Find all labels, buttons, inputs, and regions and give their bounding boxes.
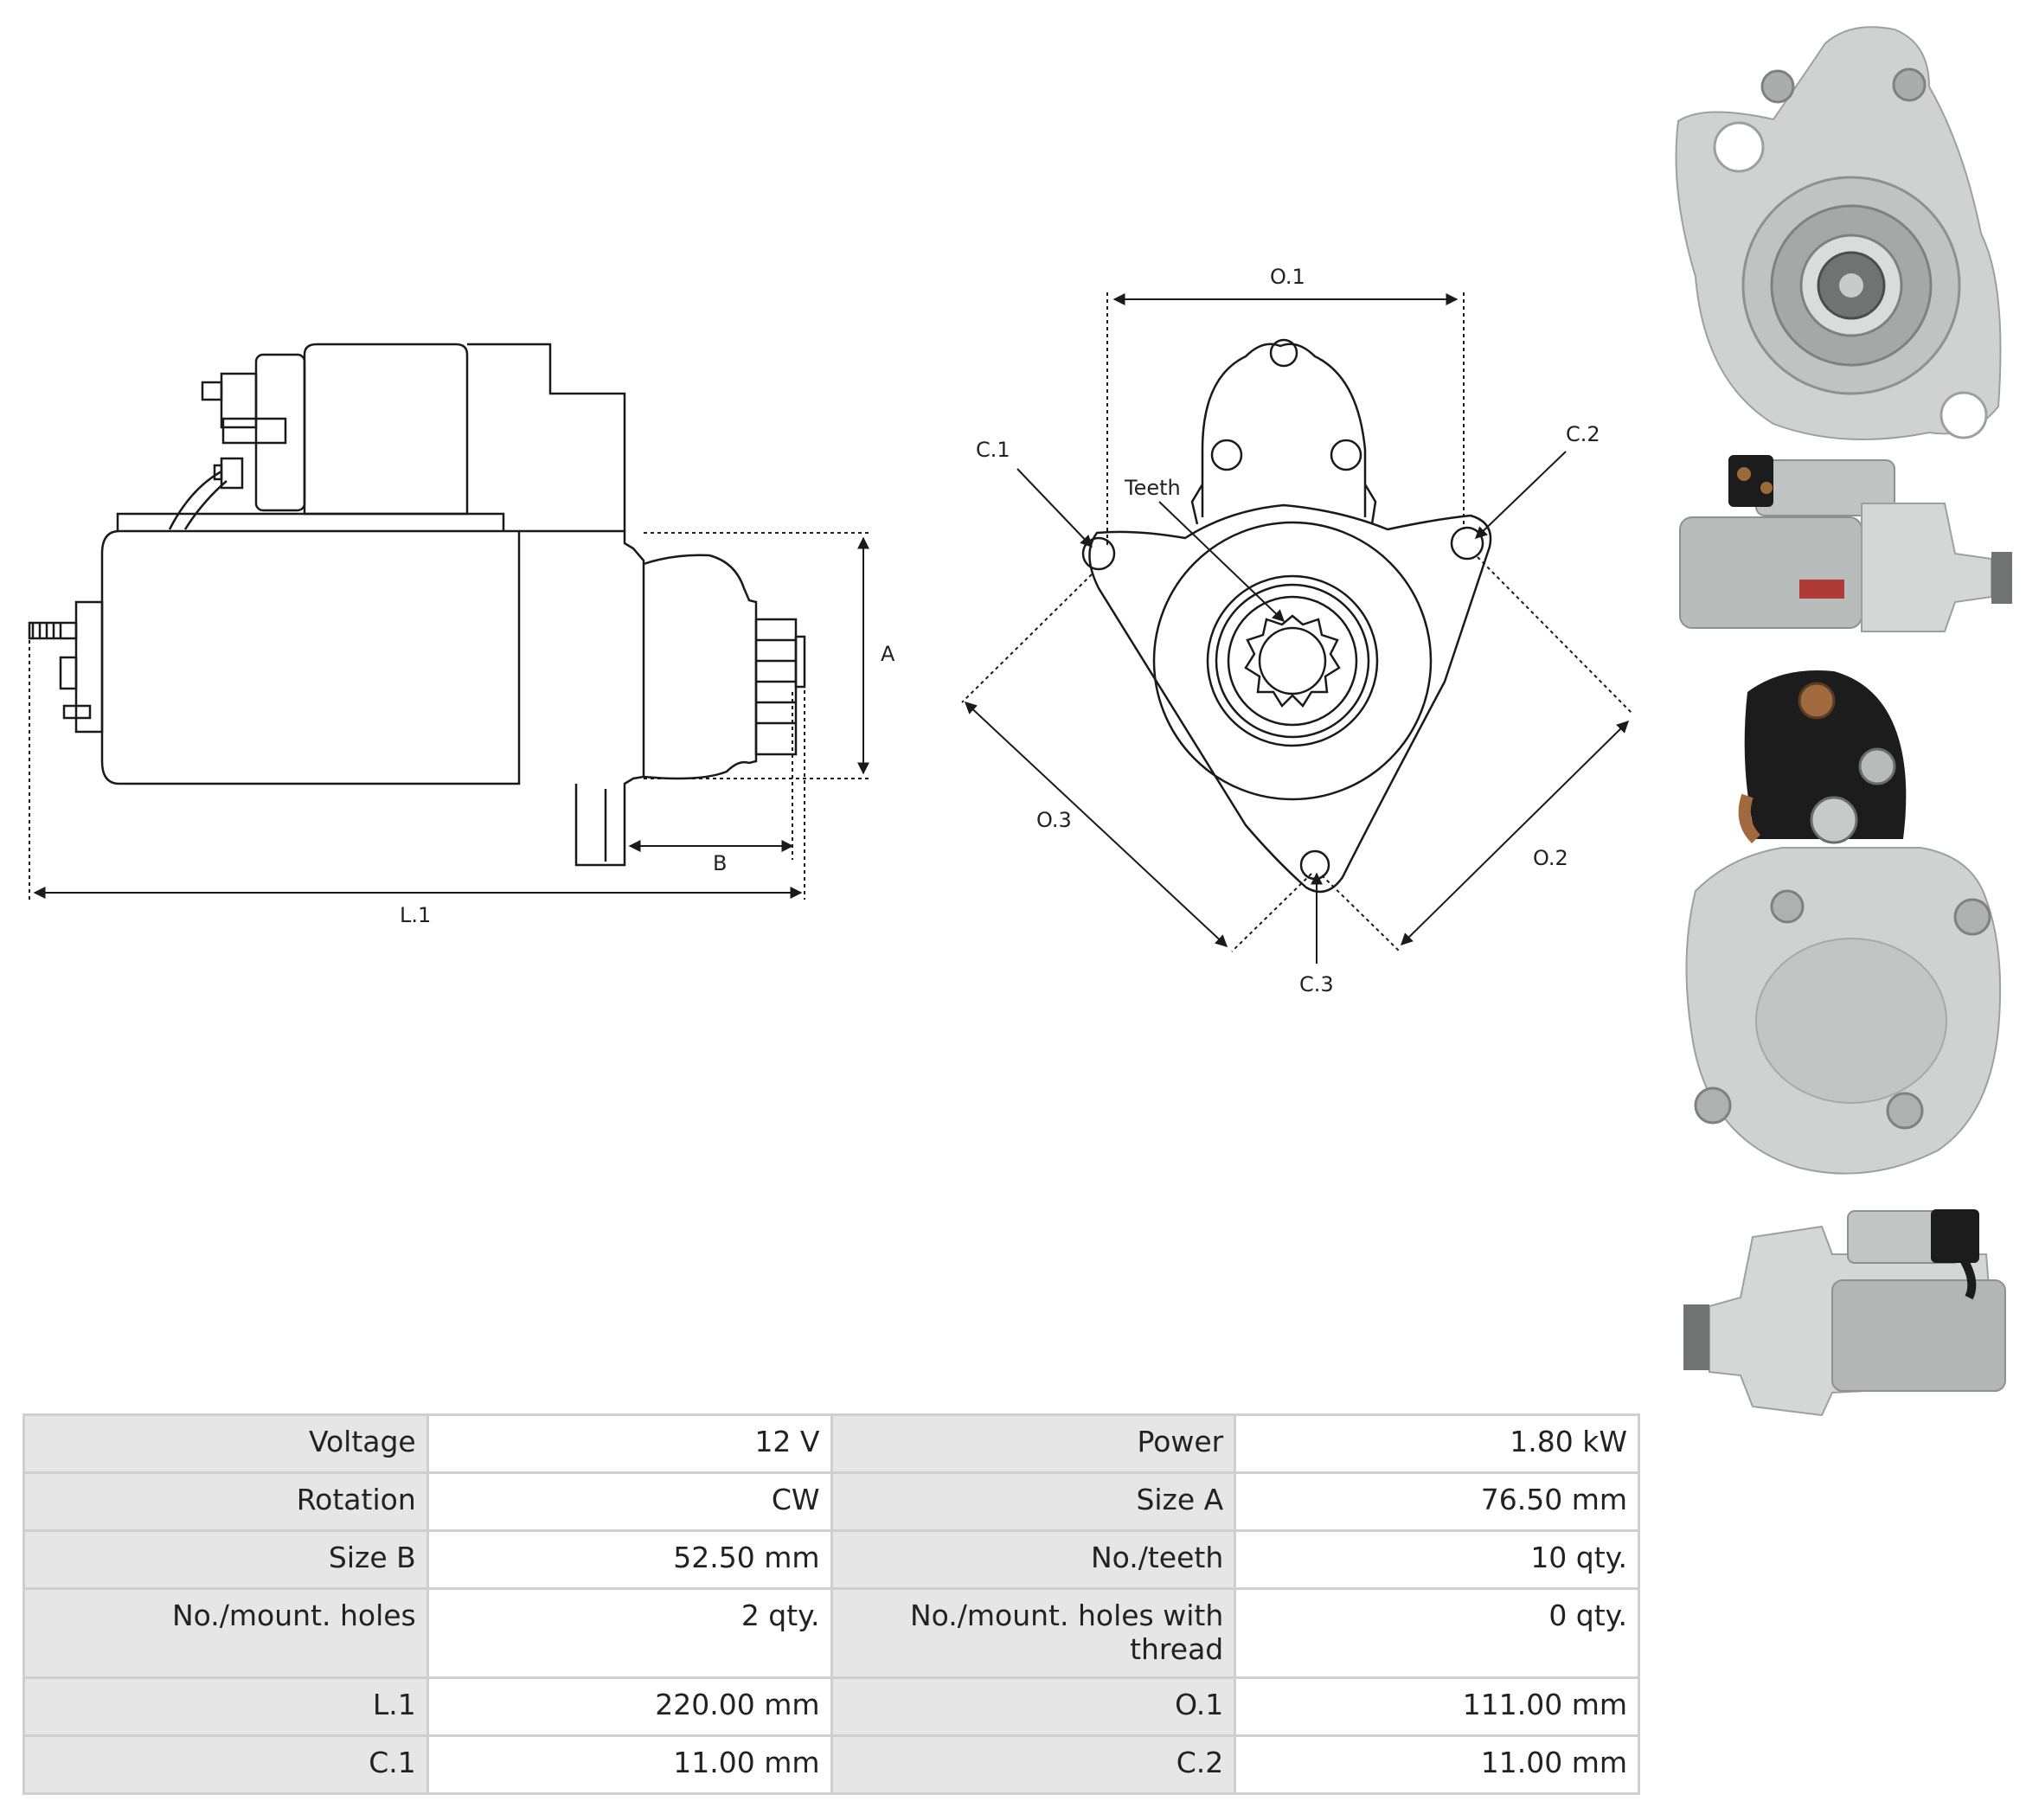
label-c1: C.1 — [976, 438, 1010, 462]
label-teeth: Teeth — [1124, 476, 1181, 500]
spec-label: No./teeth — [832, 1532, 1234, 1587]
table-row: Voltage 12 V Power 1.80 kW — [25, 1416, 1638, 1471]
mounting-flange — [1088, 503, 1492, 894]
spec-label: Rotation — [25, 1474, 426, 1529]
spec-label: No./mount. holes — [25, 1590, 426, 1676]
spec-value: 1.80 kW — [1236, 1416, 1638, 1471]
spec-value: 11.00 mm — [428, 1737, 830, 1792]
photo-side-view-2 — [1683, 1209, 2006, 1417]
table-row: C.1 11.00 mm C.2 11.00 mm — [25, 1737, 1638, 1792]
solenoid-cap-outline — [1201, 343, 1367, 517]
label-c2: C.2 — [1566, 422, 1600, 446]
spec-value: CW — [428, 1474, 830, 1529]
motor-body — [100, 529, 521, 785]
table-row: L.1 220.00 mm O.1 111.00 mm — [25, 1679, 1638, 1734]
spec-label: Size B — [25, 1532, 426, 1587]
front-view-dimensions — [961, 292, 1634, 964]
drive-end — [643, 554, 758, 780]
spec-label: O.1 — [832, 1679, 1234, 1734]
label-b: B — [713, 851, 727, 875]
spec-label: L.1 — [25, 1679, 426, 1734]
spec-value: 0 qty. — [1236, 1590, 1638, 1676]
side-view-drawing — [28, 343, 806, 867]
spec-value: 10 qty. — [1236, 1532, 1638, 1587]
spec-value: 76.50 mm — [1236, 1474, 1638, 1529]
spec-label: C.1 — [25, 1737, 426, 1792]
specification-table: Voltage 12 V Power 1.80 kW Rotation CW S… — [22, 1413, 1640, 1795]
mount-hole-c3 — [1299, 849, 1330, 881]
label-l1: L.1 — [400, 903, 431, 927]
photo-rear-view — [1685, 670, 2002, 1175]
spec-value: 52.50 mm — [428, 1532, 830, 1587]
spec-value: 111.00 mm — [1236, 1679, 1638, 1734]
table-row: Size B 52.50 mm No./teeth 10 qty. — [25, 1532, 1638, 1587]
spec-value: 12 V — [428, 1416, 830, 1471]
side-view-dimensions — [29, 532, 870, 900]
label-o2: O.2 — [1533, 846, 1568, 870]
label-o1: O.1 — [1270, 265, 1305, 289]
label-a: A — [881, 642, 895, 666]
nose-housing — [519, 529, 645, 867]
solenoid-bracket — [116, 512, 505, 531]
label-o3: O.3 — [1036, 808, 1072, 832]
mount-hole-c1 — [1081, 536, 1116, 571]
spec-label: Size A — [832, 1474, 1234, 1529]
photo-front-view — [1675, 26, 2002, 440]
spec-label: No./mount. holes with thread — [832, 1590, 1234, 1676]
table-row: No./mount. holes 2 qty. No./mount. holes… — [25, 1590, 1638, 1676]
spec-label: C.2 — [832, 1737, 1234, 1792]
label-c3: C.3 — [1299, 972, 1334, 997]
spec-label: Voltage — [25, 1416, 426, 1471]
spec-value: 11.00 mm — [1236, 1737, 1638, 1792]
table-row: Rotation CW Size A 76.50 mm — [25, 1474, 1638, 1529]
pinion-teeth — [1244, 614, 1341, 708]
spec-value: 220.00 mm — [428, 1679, 830, 1734]
spec-label: Power — [832, 1416, 1234, 1471]
spec-value: 2 qty. — [428, 1590, 830, 1676]
mount-hole-c2 — [1450, 526, 1484, 561]
photo-side-view-1 — [1679, 455, 2012, 632]
solenoid — [303, 343, 469, 516]
front-view-drawing — [1081, 338, 1492, 894]
